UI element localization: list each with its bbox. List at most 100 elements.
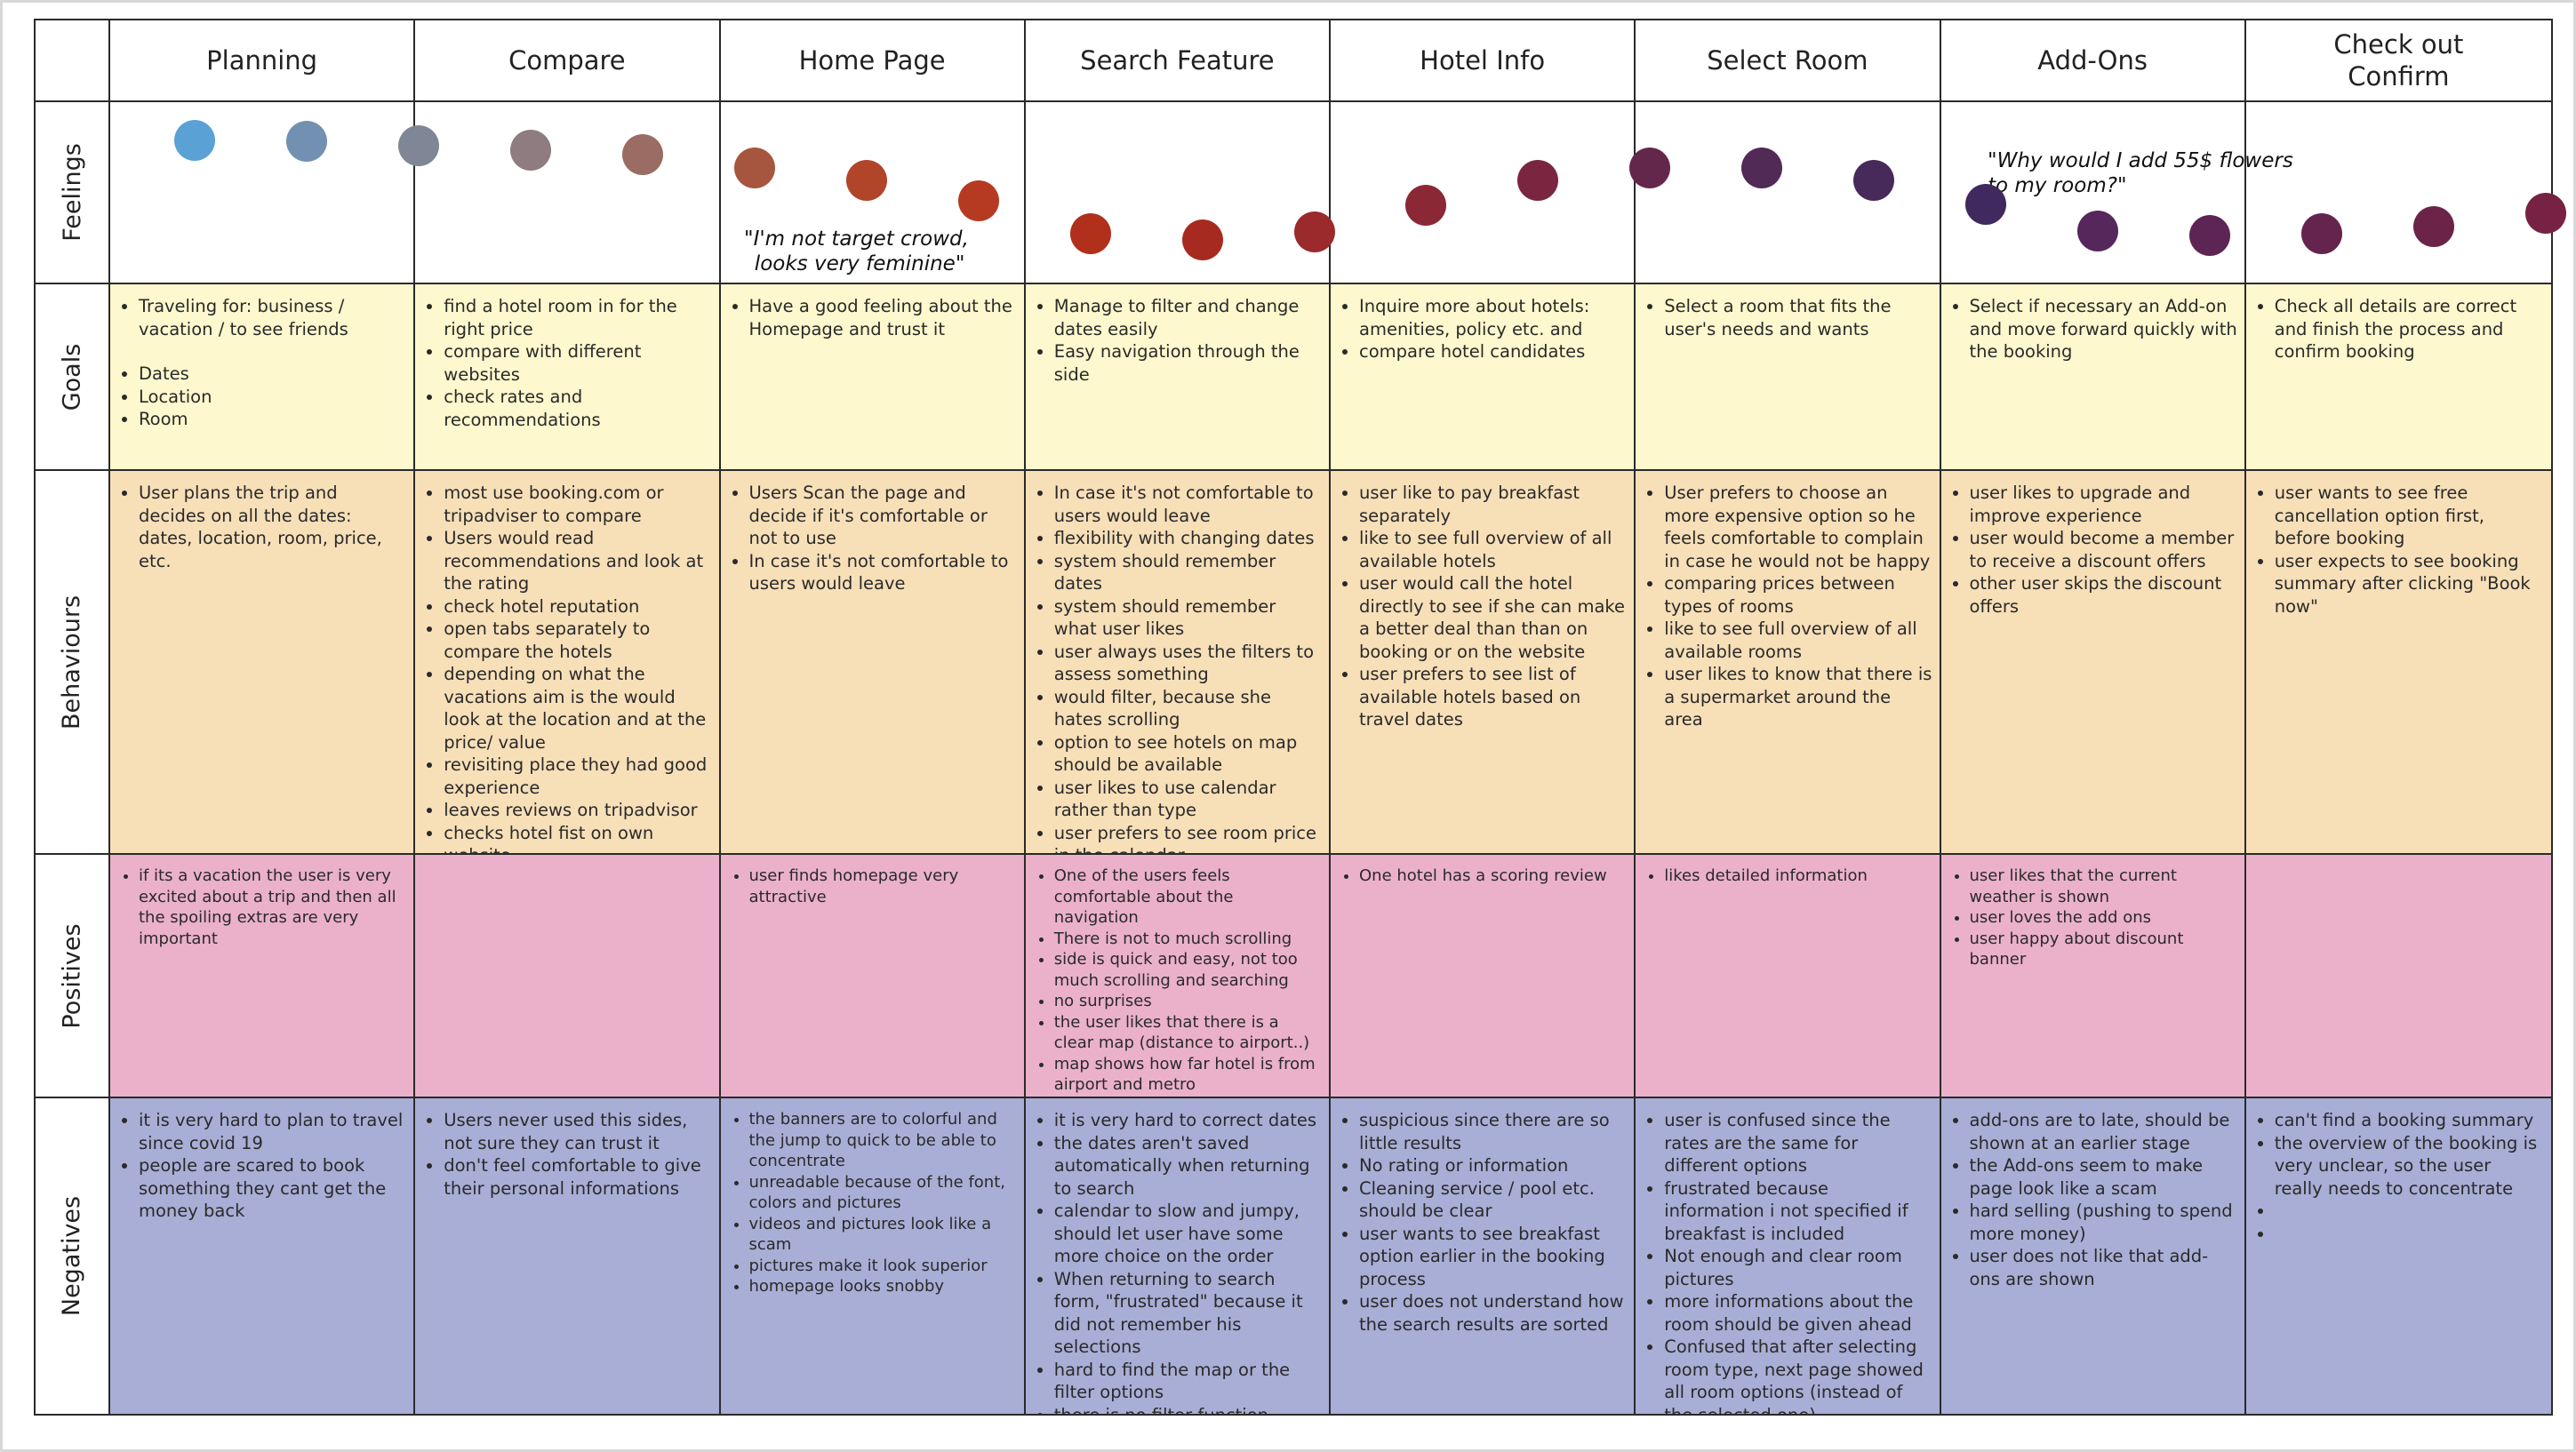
row-label-behaviours: Behaviours	[36, 471, 110, 855]
list-item: Users never used this sides, not sure th…	[444, 1109, 711, 1154]
goals-cell: Manage to filter and change dates easily…	[1025, 284, 1331, 471]
list-item: don't feel comfortable to give their per…	[444, 1154, 711, 1200]
negatives-cell: suspicious since there are so little res…	[1331, 1098, 1636, 1414]
list-item: user wants to see free cancellation opti…	[2275, 482, 2544, 550]
list-item: compare hotel candidates	[1359, 340, 1627, 363]
negatives-cell: it is very hard to plan to travel since …	[110, 1098, 416, 1414]
positives-cell	[415, 855, 721, 1098]
list-item: open tabs separately to compare the hote…	[444, 618, 711, 663]
goals-list: Select if necessary an Add-on and move f…	[1941, 284, 2244, 363]
list-item: other user skips the discount offers	[1970, 572, 2237, 618]
list-item: user likes that the current weather is s…	[1970, 866, 2237, 907]
list-item: people are scared to book something they…	[139, 1154, 406, 1223]
behaviours-cell: user wants to see free cancellation opti…	[2245, 471, 2551, 855]
behaviours-cell: In case it's not comfortable to users wo…	[1025, 471, 1331, 855]
list-item: option to see hotels on map should be av…	[1054, 731, 1322, 777]
behaviours-list: In case it's not comfortable to users wo…	[1026, 471, 1329, 854]
list-item: One hotel has a scoring review	[1359, 866, 1627, 887]
list-item: compare with different websites	[444, 340, 711, 386]
list-item: Select if necessary an Add-on and move f…	[1970, 295, 2237, 363]
list-item: user always uses the filters to assess s…	[1054, 641, 1322, 686]
negatives-list: user is confused since the rates are the…	[1636, 1098, 1939, 1414]
list-item: flexibility with changing dates	[1054, 527, 1322, 550]
list-item: Room	[139, 408, 406, 431]
list-item: Users would read recommendations and loo…	[444, 527, 711, 595]
list-item: videos and pictures look like a scam	[749, 1214, 1017, 1256]
goals-cell: Inquire more about hotels: amenities, po…	[1331, 284, 1636, 471]
list-item	[2275, 1223, 2544, 1246]
list-item: hard to find the map or the filter optio…	[1054, 1359, 1322, 1404]
negatives-list: the banners are to colorful and the jump…	[721, 1098, 1024, 1297]
list-item	[2275, 1200, 2544, 1223]
list-item: user prefers to see room price in the ca…	[1054, 822, 1322, 854]
list-item: depending on what the vacations aim is t…	[444, 663, 711, 754]
positives-cell: One of the users feels comfortable about…	[1025, 855, 1331, 1098]
row-label-negatives: Negatives	[36, 1098, 110, 1414]
feelings-cell	[415, 102, 721, 284]
behaviours-list: Users Scan the page and decide if it's c…	[721, 471, 1024, 595]
list-item: user finds homepage very attractive	[749, 866, 1017, 907]
list-item: Location	[139, 386, 406, 409]
list-item: like to see full overview of all availab…	[1664, 618, 1932, 663]
list-item: more informations about the room should …	[1664, 1290, 1932, 1336]
list-item: like to see full overview of all availab…	[1359, 527, 1627, 572]
negatives-cell: can't find a booking summarythe overview…	[2245, 1098, 2551, 1414]
list-item: user expects to see booking summary afte…	[2275, 550, 2544, 618]
goals-list: Have a good feeling about the Homepage a…	[721, 284, 1024, 340]
list-item: checks hotel fist on own website	[444, 822, 711, 854]
list-item: user is confused since the rates are the…	[1664, 1109, 1932, 1177]
list-item: Users Scan the page and decide if it's c…	[749, 482, 1017, 550]
negatives-list: it is very hard to correct datesthe date…	[1026, 1098, 1329, 1414]
goals-list: Traveling for: business / vacation / to …	[110, 284, 413, 431]
positives-list: if its a vacation the user is very excit…	[110, 855, 413, 949]
list-item: pictures make it look superior	[749, 1256, 1017, 1277]
goals-cell: Select if necessary an Add-on and move f…	[1940, 284, 2246, 471]
list-item: would filter, because she hates scrollin…	[1054, 686, 1322, 731]
list-item: add-ons are to late, should be shown at …	[1970, 1109, 2237, 1154]
list-item: it is very hard to correct dates	[1054, 1109, 1322, 1132]
list-item: likes detailed information	[1664, 866, 1932, 887]
positives-list: One of the users feels comfortable about…	[1026, 855, 1329, 1096]
goals-list: Check all details are correct and finish…	[2246, 284, 2551, 363]
behaviours-cell: User prefers to choose an more expensive…	[1636, 471, 1941, 855]
list-item	[139, 340, 406, 363]
list-item: check hotel reputation	[444, 595, 711, 618]
list-item: it is very hard to plan to travel since …	[139, 1109, 406, 1154]
list-item: unreadable because of the font, colors a…	[749, 1172, 1017, 1214]
list-item: user loves the add ons	[1970, 907, 2237, 929]
row-label-positives: Positives	[36, 855, 110, 1098]
column-header: Hotel Info	[1331, 20, 1636, 102]
feelings-cell	[720, 102, 1026, 284]
list-item: user happy about discount banner	[1970, 929, 2237, 970]
list-item: Check all details are correct and finish…	[2275, 295, 2544, 363]
list-item: user does not understand how the search …	[1359, 1290, 1627, 1336]
list-item: find a hotel room in for the right price	[444, 295, 711, 340]
goals-cell: Have a good feeling about the Homepage a…	[720, 284, 1026, 471]
positives-list	[415, 855, 718, 866]
list-item: Traveling for: business / vacation / to …	[139, 295, 406, 340]
list-item: no surprises	[1054, 991, 1322, 1012]
goals-cell: find a hotel room in for the right price…	[415, 284, 721, 471]
negatives-cell: user is confused since the rates are the…	[1636, 1098, 1941, 1414]
positives-cell: if its a vacation the user is very excit…	[110, 855, 416, 1098]
feelings-cell	[110, 102, 416, 284]
goals-cell: Traveling for: business / vacation / to …	[110, 284, 416, 471]
goals-list: Select a room that fits the user's needs…	[1636, 284, 1939, 340]
list-item: hard selling (pushing to spend more mone…	[1970, 1200, 2237, 1245]
row-label-feelings: Feelings	[36, 102, 110, 284]
negatives-list: it is very hard to plan to travel since …	[110, 1098, 413, 1223]
list-item: check rates and recommendations	[444, 386, 711, 431]
behaviours-list: user like to pay breakfast separatelylik…	[1331, 471, 1634, 731]
positives-list: user finds homepage very attractive	[721, 855, 1024, 907]
row-label-text: Goals	[58, 343, 86, 411]
list-item: comparing prices between types of rooms	[1664, 572, 1932, 618]
list-item: can't find a booking summary	[2275, 1109, 2544, 1132]
negatives-list: Users never used this sides, not sure th…	[415, 1098, 718, 1200]
list-item: One of the users feels comfortable about…	[1054, 866, 1322, 929]
feelings-cell	[1636, 102, 1941, 284]
row-label-goals: Goals	[36, 284, 110, 471]
list-item: user likes to know that there is a super…	[1664, 663, 1932, 731]
row-label-text: Negatives	[58, 1195, 86, 1317]
list-item: if its a vacation the user is very excit…	[139, 866, 406, 949]
